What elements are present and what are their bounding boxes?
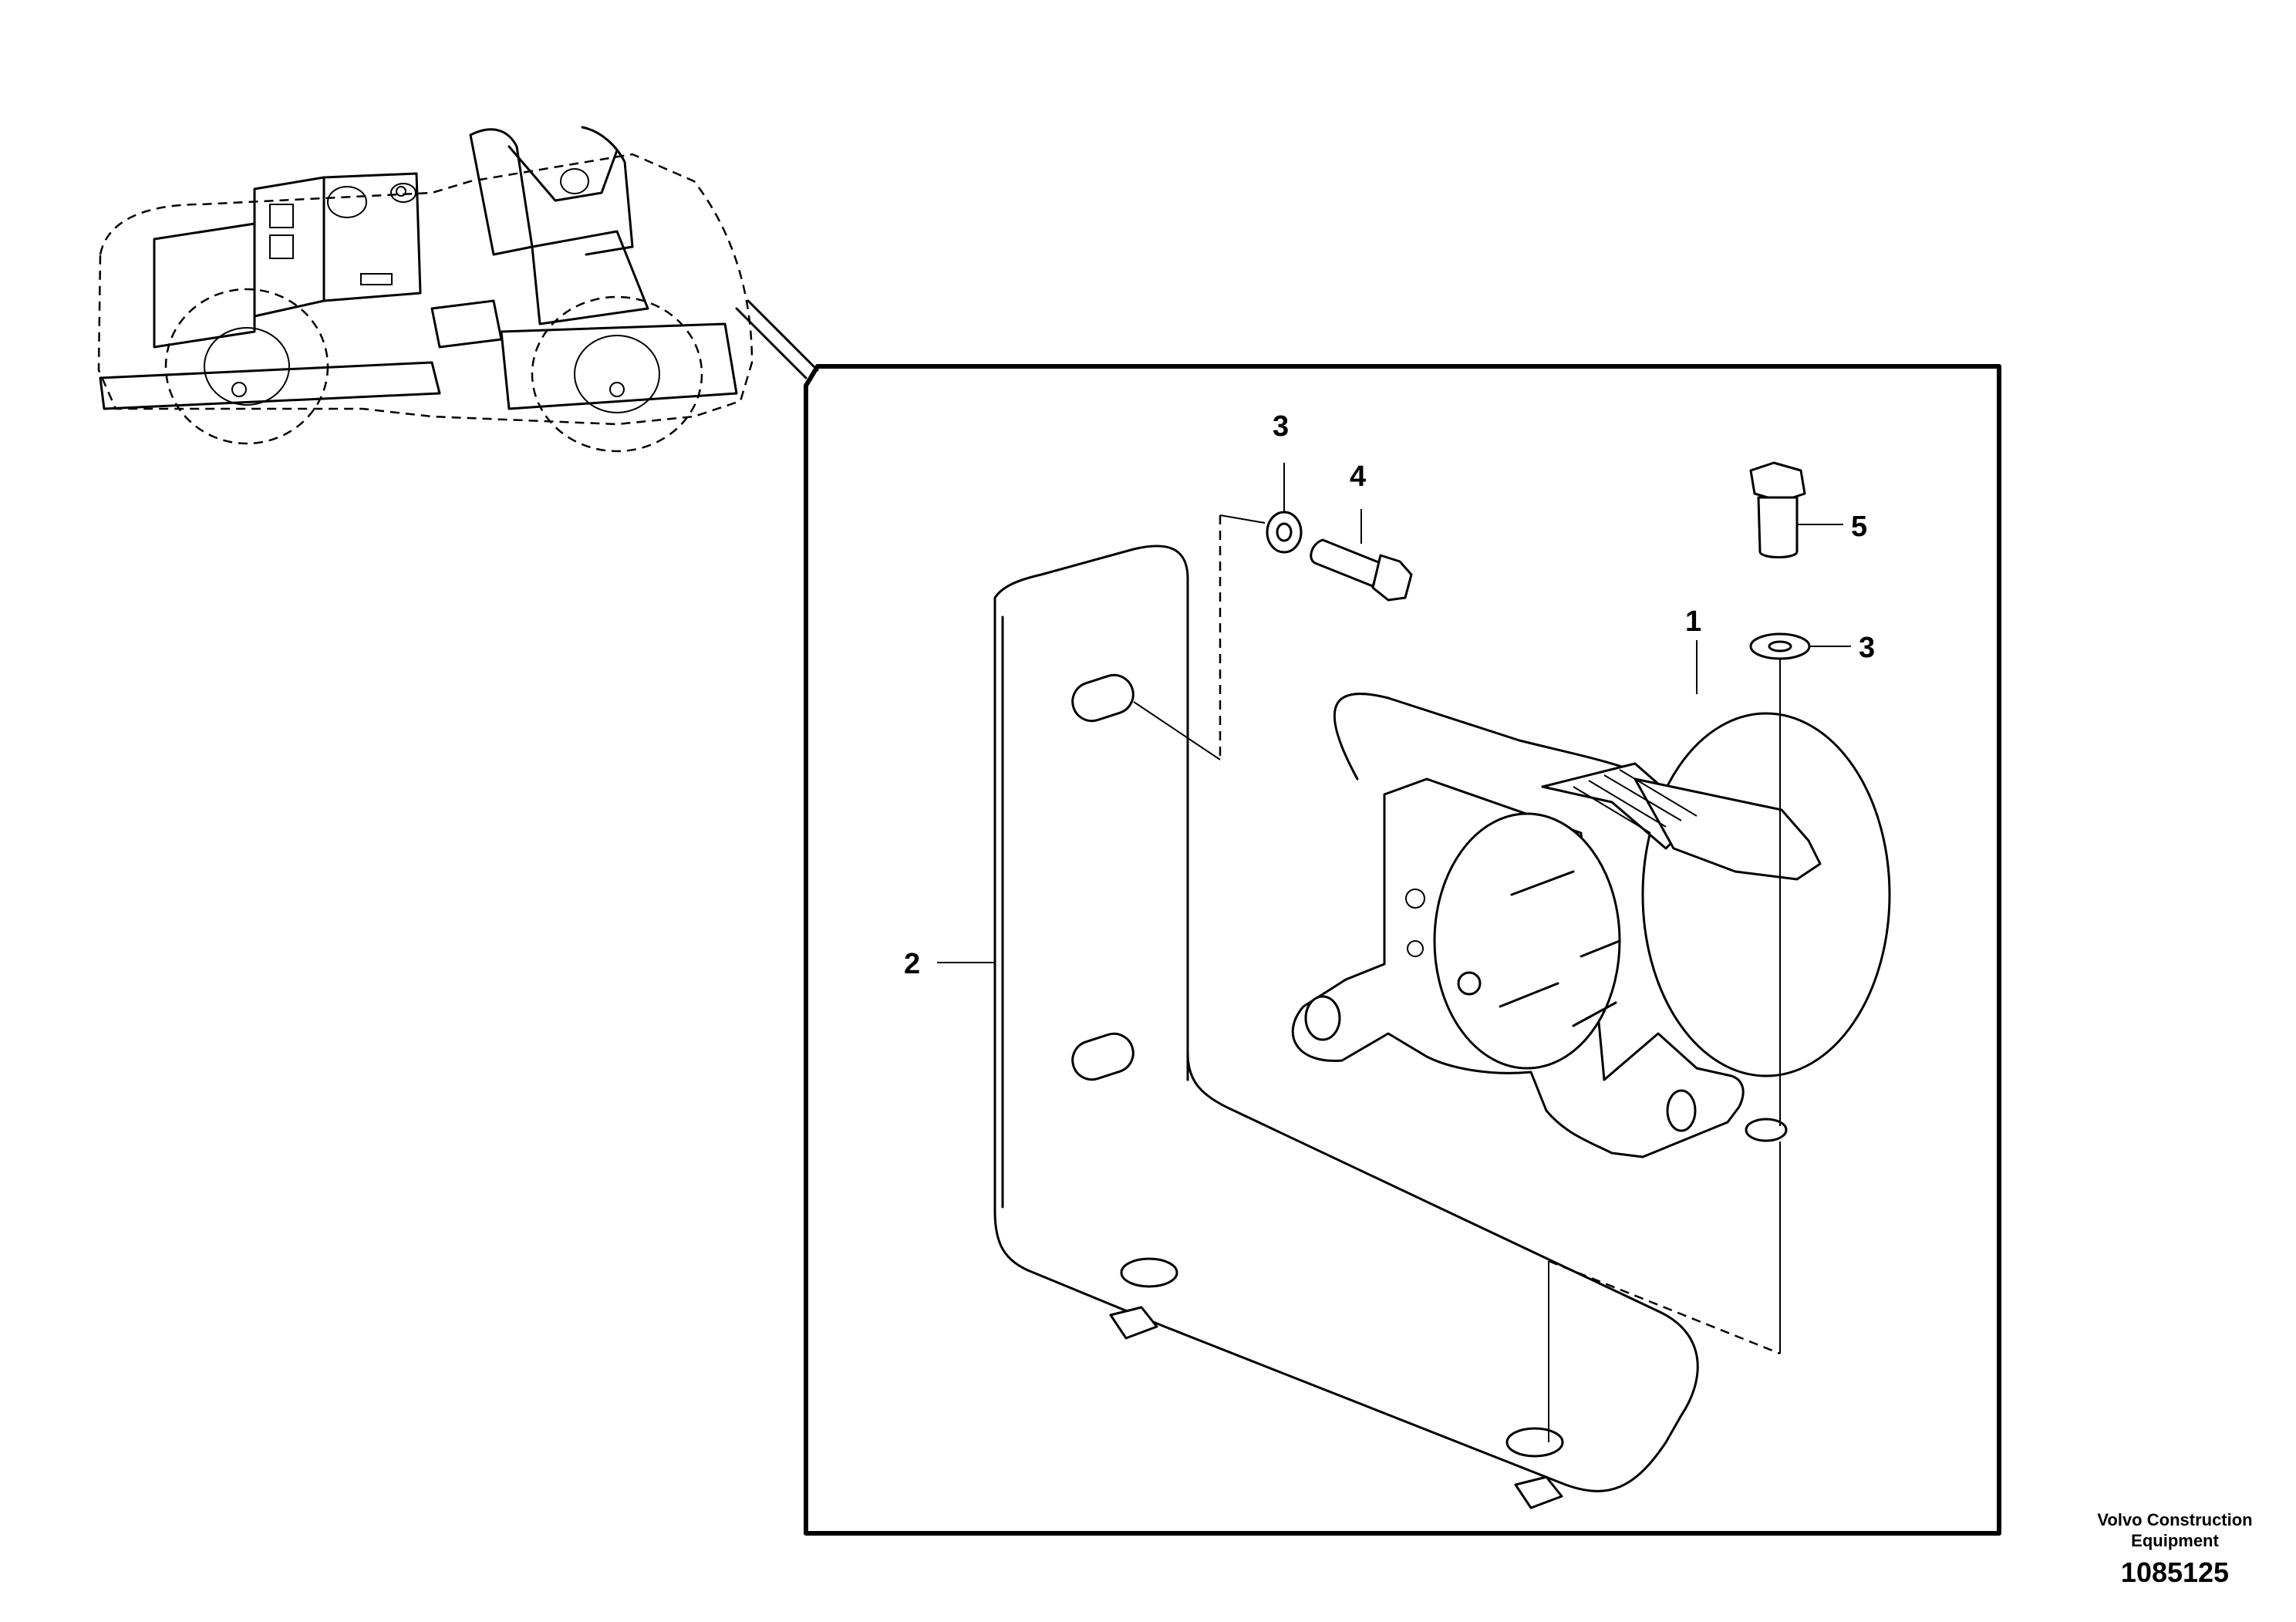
detail-frame	[804, 364, 2001, 1536]
assembly-guide-lines	[1133, 514, 1781, 1442]
company-name-line1: Volvo Construction	[2097, 1510, 2253, 1529]
bracket-part	[993, 545, 1699, 1509]
socket-part	[1291, 693, 1891, 1158]
callout-4: 4	[1350, 460, 1366, 493]
company-name-line2: Equipment	[2131, 1531, 2219, 1550]
callout-3-left: 3	[1273, 410, 1289, 443]
callout-leaders	[937, 463, 1851, 963]
callout-2: 2	[904, 948, 920, 980]
callout-3-right: 3	[1859, 632, 1875, 664]
callout-5: 5	[1851, 511, 1867, 543]
bolt-part-5	[1749, 461, 1806, 558]
washer-left	[1266, 511, 1303, 554]
bolt-part-4	[1310, 538, 1413, 602]
drawing-number: 1085125	[2120, 1556, 2230, 1588]
machine-overview-illustration	[97, 126, 819, 453]
washer-right	[1749, 632, 1811, 660]
callout-1: 1	[1685, 605, 1701, 638]
